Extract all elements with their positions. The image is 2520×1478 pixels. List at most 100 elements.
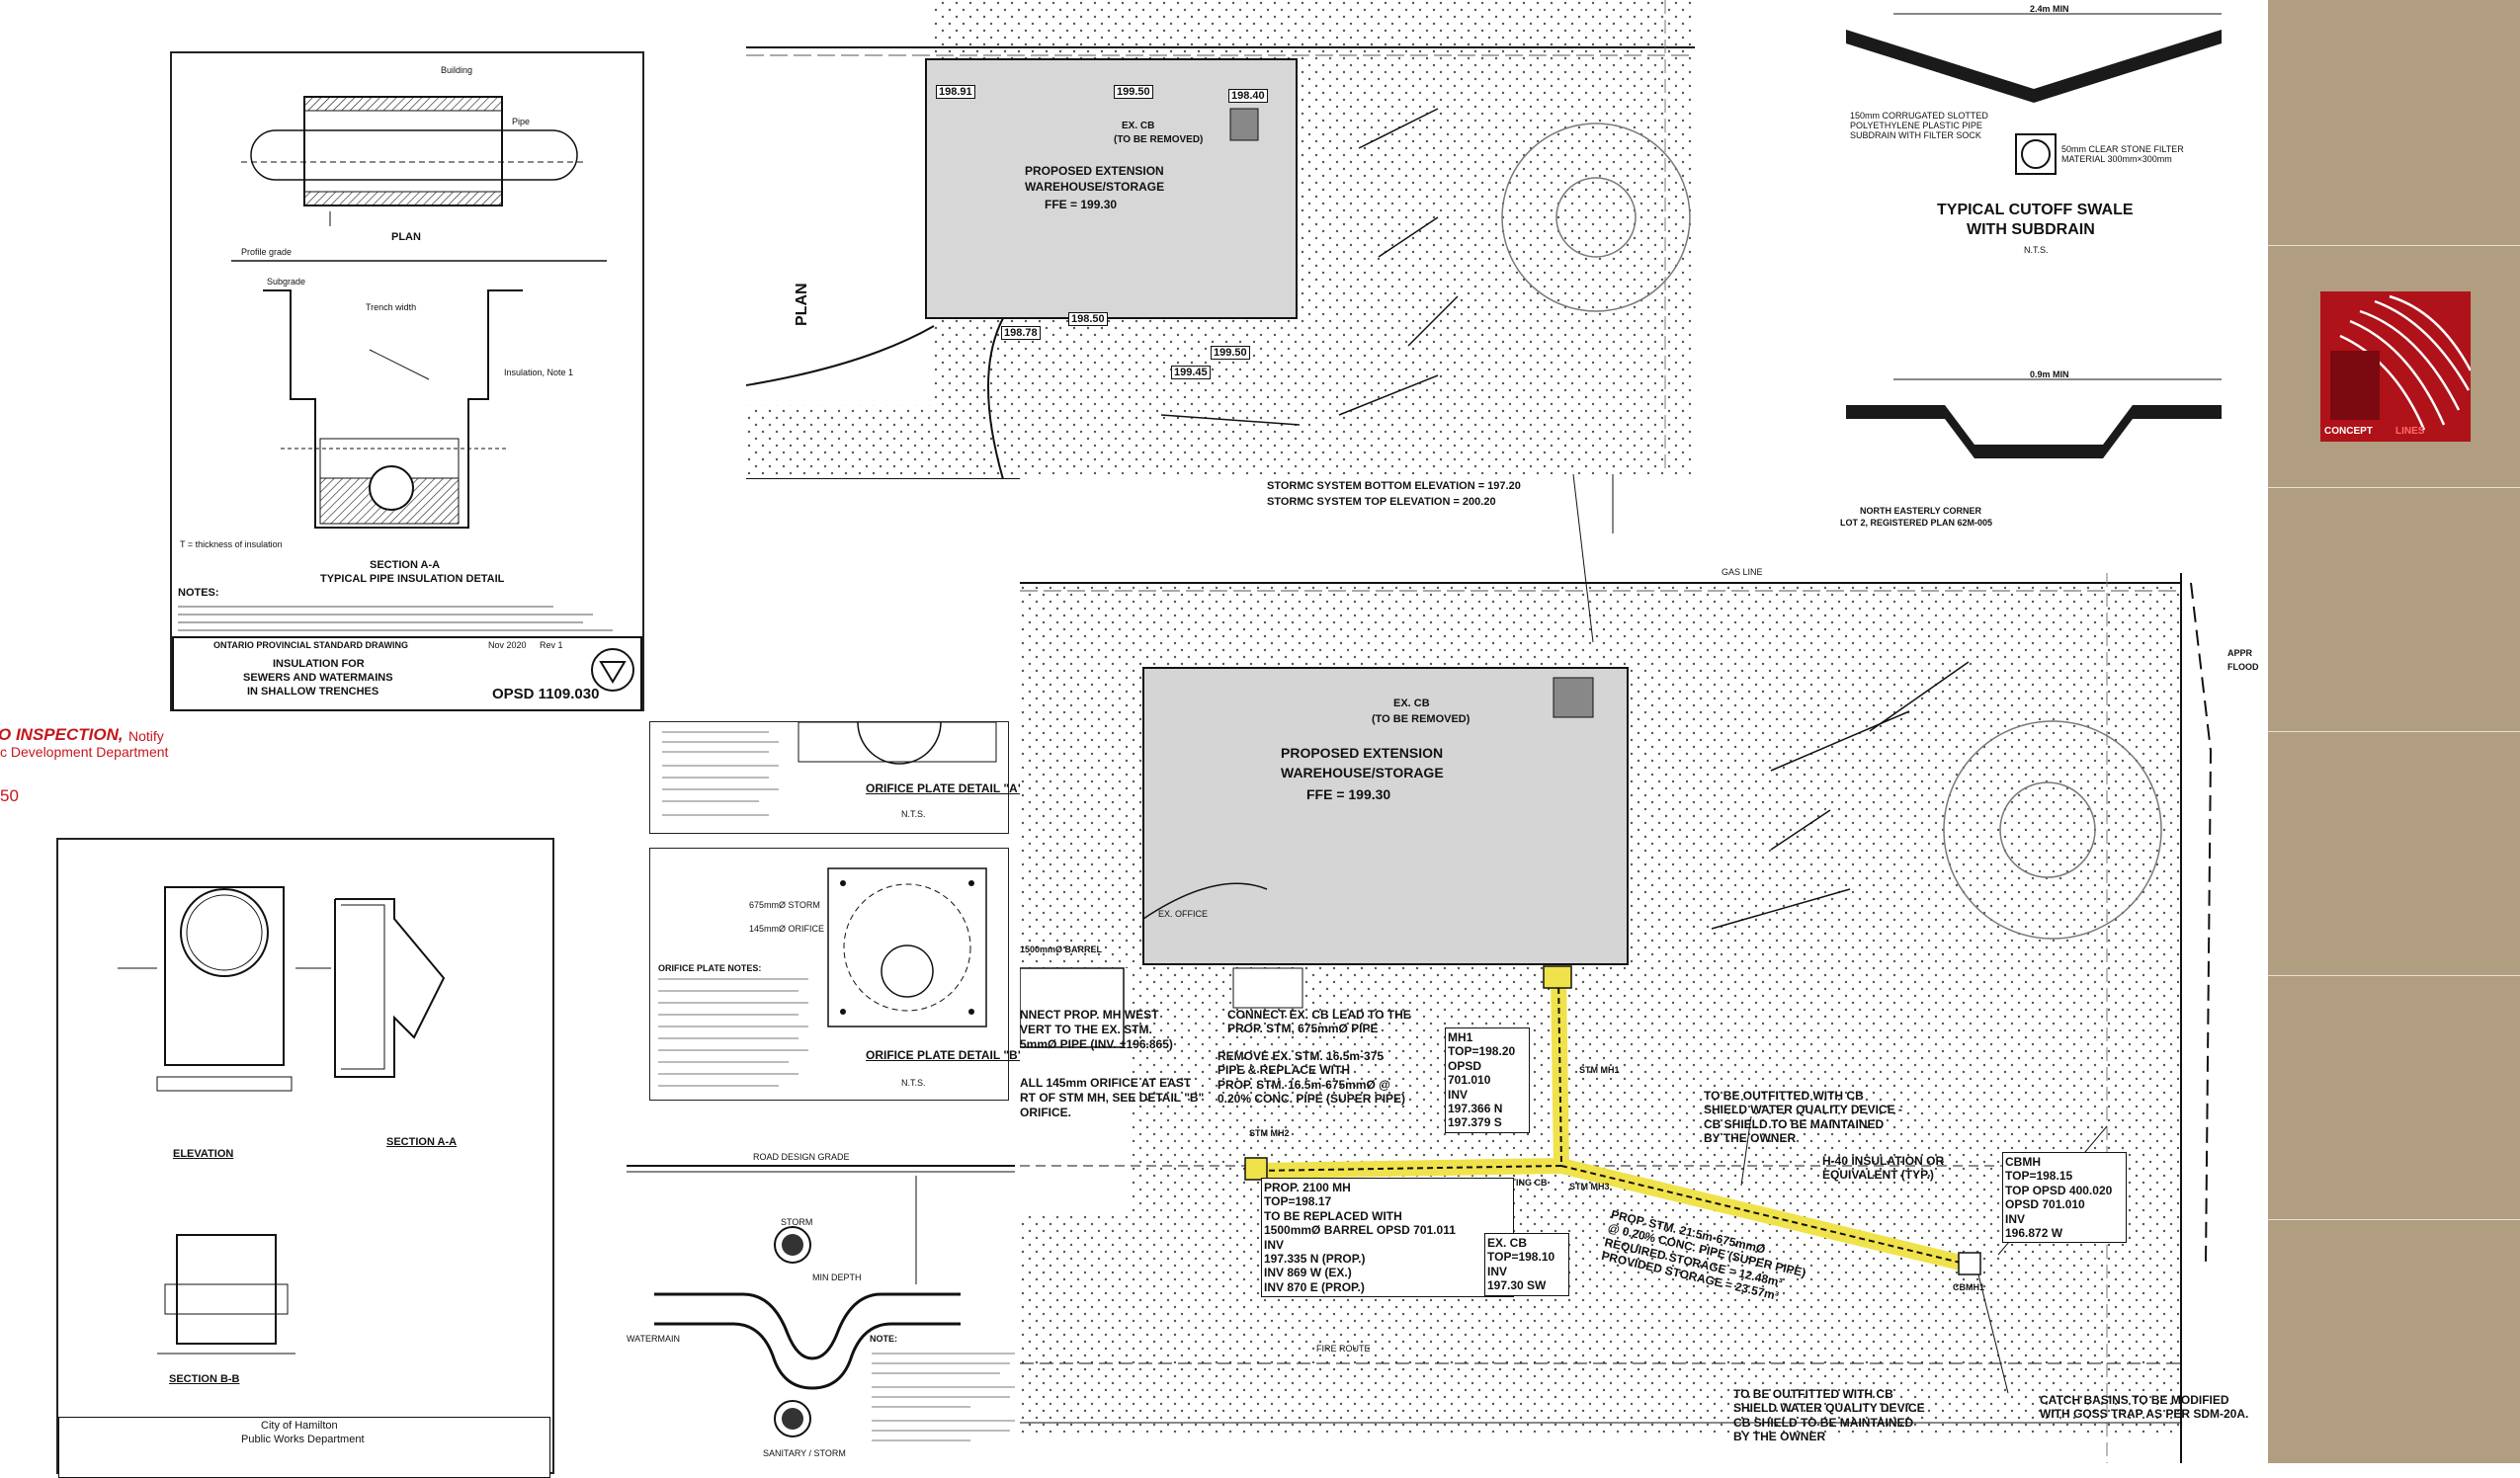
top-elev-6: 199.50 [1211,346,1250,360]
orifice-a-drawing [662,722,997,816]
top-to-be-removed: (TO BE REMOVED) [1114,134,1204,145]
mh1-l5: 197.366 N [1448,1101,1503,1115]
subgrade-label: Subgrade [267,277,306,287]
mh2-l4: 1500mmØ BARREL OPSD 701.011 [1264,1223,1456,1238]
owner-corner: NORTH EASTERLY CORNER [1860,506,1982,516]
catch-l2: WITH GOSS TRAP AS PER SDM-20A. [2040,1407,2249,1422]
mh2-l3: TO BE REPLACED WITH [1264,1208,1402,1223]
title-block: ONTARIO PROVINCIAL STANDARD DRAWING Nov … [172,636,642,711]
orifice-detail-a-box: ORIFICE PLATE DETAIL "A" N.T.S. [649,721,1023,834]
excb-l4: 197.30 SW [1487,1278,1547,1293]
mh2-l6: 197.335 N (PROP.) [1264,1251,1366,1266]
excb-l3: INV [1487,1264,1508,1278]
mh1-l1: MH1 [1448,1030,1473,1044]
orifice-detail-b-title: ORIFICE PLATE DETAIL "B" [866,1048,1024,1062]
swale-top-width: 2.4m MIN [2030,4,2069,14]
profile-grade-label: Profile grade [241,247,293,257]
top-plan-label: PLAN [794,283,810,326]
ex-office-label: EX. OFFICE [1158,909,1209,919]
sidebar-divider-4 [2268,975,2520,976]
sanitary-label: SANITARY / STORM [763,1448,846,1458]
plan-label: PLAN [391,231,421,243]
outfit-note-2: TO BE OUTFITTED WITH CB SHIELD WATER QUA… [1733,1387,1925,1444]
top-elev-4: 198.78 [1001,326,1041,340]
mh1-l6: 197.379 S [1448,1115,1502,1130]
outfit-note: TO BE OUTFITTED WITH CB SHIELD WATER QUA… [1704,1089,1902,1146]
subdrain-note: 150mm CORRUGATED SLOTTED POLYETHYLENE PL… [1850,111,1988,140]
orifice-675-label: 675mmØ STORM [749,900,820,910]
min-depth-label: MIN DEPTH [812,1273,862,1282]
opsd-rev: Rev 1 [540,640,563,650]
left-note-2: VERT TO THE EX. STM. [1020,1023,1152,1036]
main-proposed: PROPOSED EXTENSION [1281,745,1444,761]
main-ex-cb: EX. CB [1393,698,1430,709]
manhole-title-block: City of Hamilton Public Works Department [58,1417,550,1478]
appr-label: APPR [2227,648,2253,658]
mh2-l1: PROP. 2100 MH [1264,1181,1351,1194]
site-plan-main: STORMC SYSTEM BOTTOM ELEVATION = 197.20 … [1020,474,2268,1463]
excb-l2: TOP=198.10 [1487,1250,1555,1265]
opsd-title-2: SEWERS AND WATERMAINS [243,672,393,684]
orifice-detail-a-title: ORIFICE PLATE DETAIL "A" [866,781,1024,795]
catch-basin-note: CATCH BASINS TO BE MODIFIED WITH GOSS TR… [2040,1393,2248,1422]
cbmh-l6: 196.872 W [2005,1225,2063,1240]
inspection-notify: Notify [128,728,164,744]
mh2-l2: TOP=198.17 [1264,1194,1332,1209]
main-warehouse: WAREHOUSE/STORAGE [1281,765,1444,780]
orifice-145-label: 145mmØ ORIFICE [749,924,825,934]
fire-route-label: FIRE ROUTE [1316,1344,1371,1354]
orifice-b-nts: N.T.S. [901,1078,926,1088]
mh1-l3: OPSD 701.010 [1448,1058,1491,1088]
swale-nts: N.T.S. [2024,245,2049,255]
left-notes: NNECT PROP. MH WEST VERT TO THE EX. STM.… [1020,1008,1204,1120]
manhole-drawing [118,886,446,1355]
existing-cb-label: EXISTING CB [1490,1178,1548,1188]
storage-top: STORMC SYSTEM TOP ELEVATION = 200.20 [1267,496,1496,508]
section-aa-label: SECTION A-A [386,1136,458,1148]
opsd-title-3: IN SHALLOW TRENCHES [247,686,379,698]
outfit-l4: BY THE OWNER [1704,1131,1797,1146]
left-note-4: ALL 145mm ORIFICE AT EAST [1020,1076,1192,1090]
top-elev-7: 199.45 [1171,366,1211,379]
road-grade-label: ROAD DESIGN GRADE [753,1152,850,1162]
catch-l1: CATCH BASINS TO BE MODIFIED [2040,1393,2229,1407]
orifice-detail-b-box: 675mmØ STORM 145mmØ ORIFICE ORIFICE PLAT… [649,848,1023,1101]
notes-heading: NOTES: [178,587,219,599]
t-note: T = thickness of insulation [180,539,283,549]
section-title: SECTION A-A [370,559,441,571]
flood-label: FLOOD [2227,662,2259,672]
outfit-l1: TO BE OUTFITTED WITH CB [1704,1089,1864,1103]
connect-note-2: PROP. STM, 675mmØ PIPE [1227,1022,1379,1036]
insulation-l1: H-40 INSULATION OR [1822,1154,1945,1168]
mh1-l2: TOP=198.20 [1448,1044,1516,1059]
insulation-l2: EQUIVALENT (TYP.) [1822,1168,1934,1183]
main-ffe: FFE = 199.30 [1306,786,1391,802]
connect-note: CONNECT EX. CB LEAD TO THE PROP. STM, 67… [1227,1008,1411,1036]
storage-bottom: STORMC SYSTEM BOTTOM ELEVATION = 197.20 [1267,480,1521,492]
swale-bottom-width: 0.9m MIN [2030,370,2069,379]
logo-text-a: CONCEPT [2324,426,2373,437]
top-warehouse: WAREHOUSE/STORAGE [1025,180,1165,194]
mh2-l8: INV 870 E (PROP.) [1264,1279,1365,1294]
site-plan-top: PLAN EX. CB (TO BE REMOVED) PROPOSED EXT… [746,0,1695,479]
right-sidebar [2268,0,2520,1463]
site-plan-top-drawing [746,0,1695,479]
mh2-l5: INV [1264,1237,1285,1252]
outfit2-l4: BY THE OWNER [1733,1430,1826,1444]
sidebar-divider-2 [2268,487,2520,488]
sidebar-divider-5 [2268,1219,2520,1220]
swale-title: TYPICAL CUTOFF SWALE [1937,202,2134,218]
barrel-label: 1500mmØ BARREL [1020,944,1103,954]
cbmh-l2: TOP=198.15 [2005,1169,2073,1184]
orifice-notes-heading: ORIFICE PLATE NOTES: [658,963,762,973]
top-elev-3: 198.40 [1228,89,1268,103]
watermain-note-lines [872,1353,1015,1441]
main-to-be-removed: (TO BE REMOVED) [1372,713,1470,725]
opsd-insulation-sheet: Building Pipe PLAN Profile grade Subgrad… [170,51,644,711]
left-note-5: RT OF STM MH, SEE DETAIL "B" [1020,1091,1205,1105]
inspection-dept: c Development Department [0,744,169,760]
top-proposed: PROPOSED EXTENSION [1025,164,1164,178]
outfit2-l3: CB SHIELD TO BE MAINTAINED [1733,1415,1914,1430]
trench-width-label: Trench width [366,302,417,312]
mh2-box: PROP. 2100 MH TOP=198.17 TO BE REPLACED … [1261,1178,1514,1298]
